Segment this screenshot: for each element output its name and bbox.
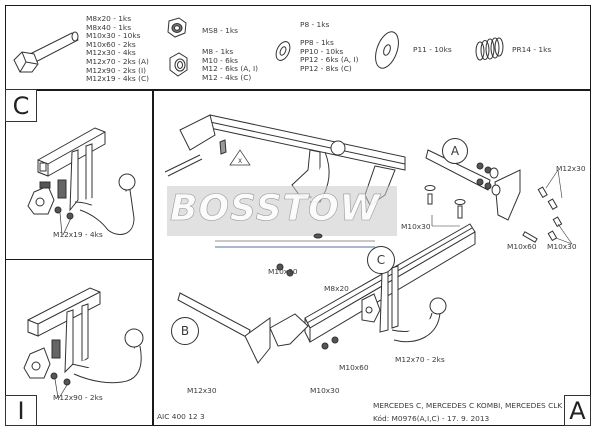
label-m8x20: M8x20 (324, 284, 349, 293)
label-m10x60-bottom: M10x60 (339, 363, 369, 372)
variant-letter-box: A (564, 395, 591, 426)
nut-item: M12 - 4ks (C) (202, 72, 252, 82)
label-m10x60-right: M10x60 (507, 242, 537, 251)
code-date: Kód: M0976(A,I,C) - 17. 9. 2013 (373, 414, 490, 423)
bolt-item: M8x20 - 1ks (86, 14, 132, 23)
nut-item: M12 - 6ks (A, I) (202, 64, 259, 74)
callout-x: X (238, 158, 242, 165)
bolt-item: M10x60 - 2ks (86, 39, 136, 49)
self-locking-nut-label: MS8 - 1ks (202, 26, 238, 35)
nut-item: M8 - 1ks (202, 47, 234, 56)
label-m12x30-right: M12x30 (556, 164, 586, 173)
callout-b-circle: B (171, 317, 199, 345)
bolt-icon (13, 31, 79, 73)
label-m12x70: M12x70 - 2ks (395, 355, 445, 364)
vehicles-list: MERCEDES C, MERCEDES C KOMBI, MERCEDES C… (373, 401, 563, 410)
spring-washer-item: PP12 - 8ks (C) (300, 63, 352, 73)
spring-washers-list: PP8 - 1ks PP10 - 10ks PP12 - 6ks (A, I) … (300, 38, 359, 73)
nuts-list: M8 - 1ks M10 - 6ks M12 - 6ks (A, I) M12 … (202, 47, 259, 82)
label-m12x30-bottom: M12x30 (187, 386, 217, 395)
callout-c-circle: C (367, 246, 395, 274)
variant-c-bolt-label: M12x19 - 4ks (53, 230, 103, 239)
ci-divider (5, 259, 153, 261)
nut-icon (169, 52, 188, 77)
watermark-underline-blue (215, 246, 375, 248)
spring-washer-icon (275, 41, 291, 61)
bolt-item: M12x30 - 4ks (86, 48, 136, 58)
watermark-band (167, 186, 397, 236)
label-m10x30-bottom: M10x30 (310, 386, 340, 395)
variant-c-letter: C (5, 89, 37, 122)
bolt-item: M12x19 - 4ks (C) (86, 74, 150, 84)
label-m10x30-a: M10x30 (401, 222, 431, 231)
large-washer-label: P11 - 10ks (413, 45, 452, 54)
drawing-border (5, 5, 591, 426)
variant-c-towbar-illustration (27, 127, 136, 236)
main-beam-illustration (177, 223, 476, 364)
spring-washer-item: PP12 - 6ks (A, I) (300, 55, 359, 65)
large-washer-icon (375, 31, 399, 69)
label-m10x30-b-top: M10x30 (268, 267, 298, 276)
bracket-a-illustration (424, 149, 573, 245)
spring-icon (475, 37, 504, 61)
bolt-item: M12x90 - 2ks (I) (86, 65, 147, 75)
bolts-list: M8x20 - 1ks M8x40 - 1ks M10x30 - 10ks M1… (86, 14, 150, 84)
bolt-item: M12x70 - 2ks (A) (86, 56, 149, 66)
part-code: AIC 400 12 3 (157, 412, 205, 421)
nut-item: M10 - 6ks (202, 55, 238, 65)
variant-i-bolt-label: M12x90 - 2ks (53, 393, 103, 402)
bolt-item: M8x40 - 1ks (86, 22, 132, 32)
watermark-text: BOSSTOW (170, 188, 381, 230)
variant-i-towbar-illustration (23, 287, 144, 399)
self-locking-nut-icon (167, 17, 187, 38)
watermark-underline (215, 240, 375, 242)
spring-washer-item: PP8 - 1ks (300, 38, 334, 47)
washer-p8-label: P8 - 1ks (300, 20, 330, 29)
variant-i-letter: I (5, 395, 37, 426)
spring-label: PR14 - 1ks (512, 45, 552, 54)
bolt-item: M10x30 - 10ks (86, 31, 141, 41)
left-column-divider (152, 89, 154, 426)
callout-a-circle: A (442, 138, 468, 164)
header-divider (5, 89, 591, 91)
spring-washer-item: PP10 - 10ks (300, 46, 344, 56)
main-assembly-top-view: X (164, 114, 406, 206)
label-m10x30-right: M10x30 (547, 242, 577, 251)
